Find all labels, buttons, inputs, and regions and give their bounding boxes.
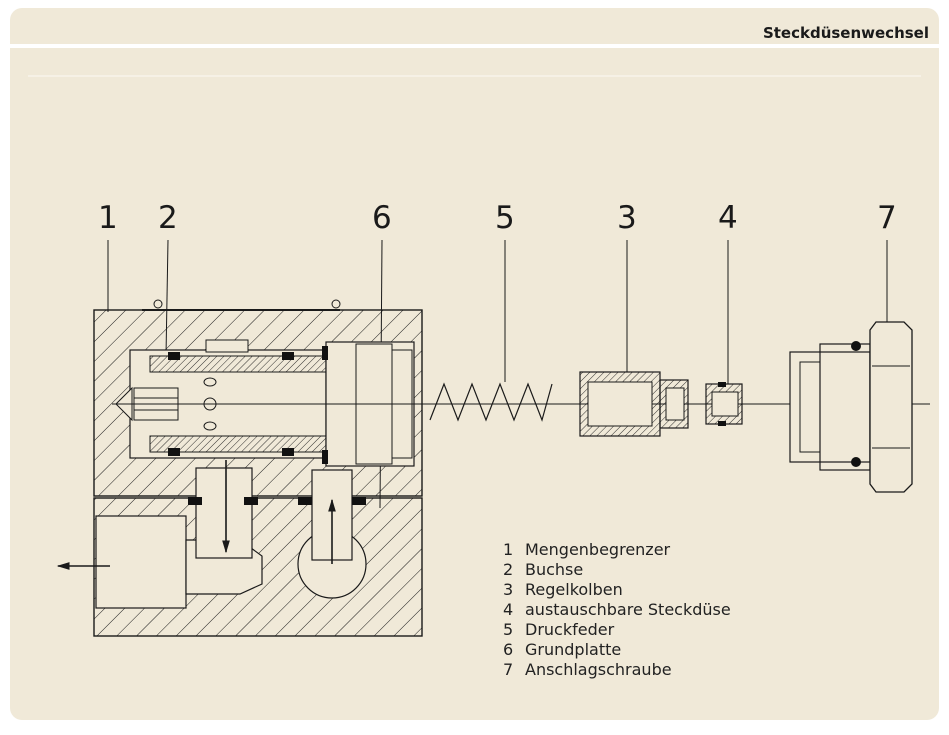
housing-upper [93, 299, 423, 497]
callout-3: 3 [617, 200, 637, 236]
callout-4: 4 [718, 200, 738, 236]
stop-screw [789, 321, 913, 493]
sub-divider [28, 75, 921, 77]
figure-title: Steckdüsenwechsel [762, 24, 929, 42]
callout-7: 7 [877, 200, 897, 236]
callout-2: 2 [158, 200, 178, 236]
callout-1: 1 [98, 200, 118, 236]
control-piston [579, 371, 689, 437]
header-divider [10, 44, 939, 48]
callout-5: 5 [495, 200, 515, 236]
base-plate [93, 467, 423, 637]
spring [429, 382, 553, 422]
callout-6: 6 [372, 200, 392, 236]
nozzle [705, 382, 743, 426]
flow-arrows [56, 460, 336, 570]
